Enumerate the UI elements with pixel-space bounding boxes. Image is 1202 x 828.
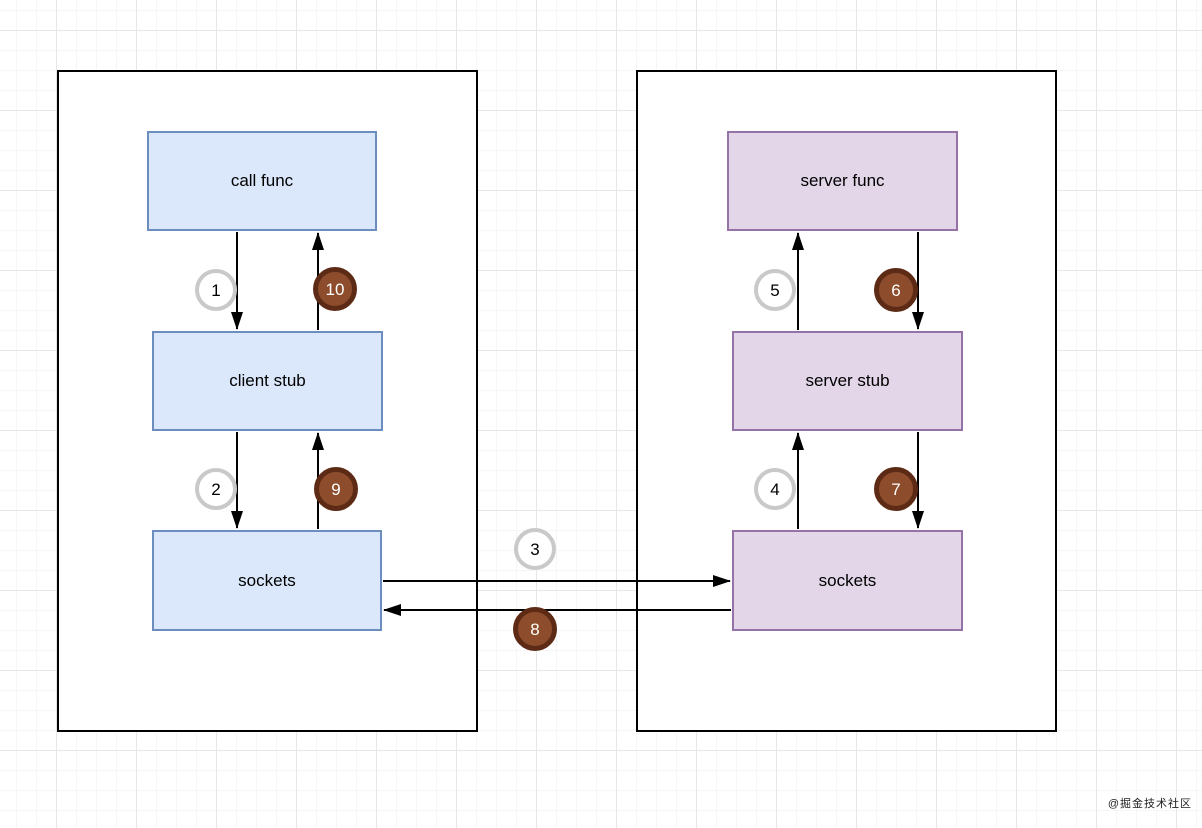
- step-badge-2-label: 2: [211, 479, 221, 499]
- step-badge-8: 8: [513, 607, 557, 651]
- node-call-func: call func: [147, 131, 377, 231]
- node-client-sockets-label: sockets: [238, 570, 296, 590]
- step-badge-6: 6: [874, 268, 918, 312]
- step-badge-7-label: 7: [891, 479, 901, 499]
- node-call-func-label: call func: [230, 171, 294, 190]
- step-badge-5: 5: [754, 269, 796, 311]
- watermark: @掘金技术社区: [1107, 798, 1192, 810]
- step-badge-4: 4: [754, 468, 796, 510]
- node-client-stub: client stub: [152, 331, 383, 431]
- node-server-sockets-label: sockets: [818, 570, 877, 590]
- step-badge-6-label: 6: [891, 280, 901, 300]
- step-badge-7: 7: [874, 467, 918, 511]
- step-badge-3: 3: [514, 528, 556, 570]
- step-badge-1-label: 1: [211, 280, 221, 300]
- step-badge-9: 9: [314, 467, 358, 511]
- node-server-sockets: sockets: [732, 530, 963, 631]
- step-badge-9-label: 9: [331, 479, 341, 499]
- step-badge-5-label: 5: [770, 280, 780, 300]
- step-badge-1: 1: [195, 269, 237, 311]
- step-badge-10: 10: [313, 267, 357, 311]
- node-server-stub-label: server stub: [805, 371, 890, 390]
- node-server-func: server func: [727, 131, 958, 231]
- step-badge-10-label: 10: [325, 279, 345, 299]
- node-server-func-label: server func: [800, 171, 885, 190]
- step-badge-2: 2: [195, 468, 237, 510]
- step-badge-4-label: 4: [770, 479, 780, 499]
- node-server-stub: server stub: [732, 331, 963, 431]
- step-badge-3-label: 3: [530, 539, 540, 559]
- node-client-stub-label: client stub: [229, 371, 306, 390]
- node-client-sockets: sockets: [152, 530, 382, 631]
- step-badge-8-label: 8: [530, 619, 540, 639]
